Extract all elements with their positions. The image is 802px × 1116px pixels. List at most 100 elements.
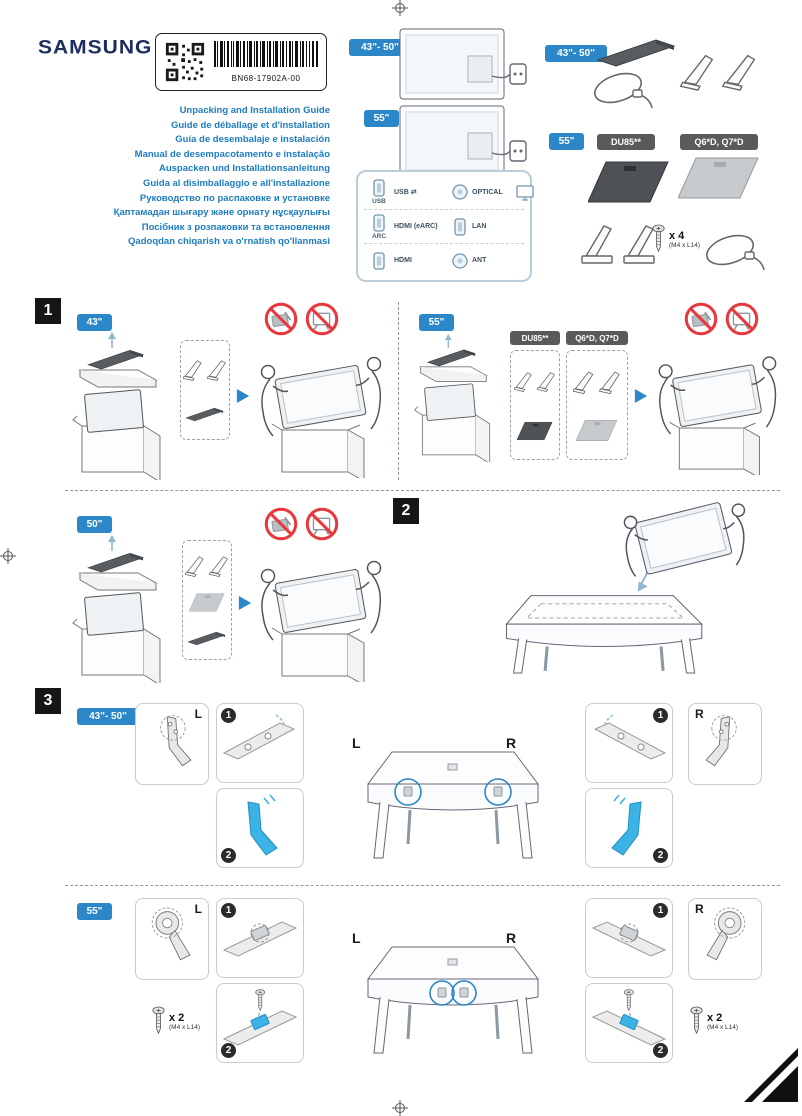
title-line-kk: Қаптамадан шығару және орнату нұсқаулығы: [113, 207, 330, 219]
usb-port-icon: [373, 179, 385, 197]
screws-x2-right-note: x 2 (M4 x L14): [690, 1006, 738, 1036]
step-3-number: 3: [35, 688, 61, 714]
step-number-2-badge: 2: [653, 1043, 668, 1058]
attach-foot-illustration: [611, 794, 642, 856]
ports-row-hdmi: HDMI ANT: [364, 243, 524, 277]
ant-port-icon: [452, 252, 468, 269]
title-line-en: Unpacking and Installation Guide: [179, 105, 330, 116]
step-1-number: 1: [35, 298, 61, 324]
stand-blade-icon: [185, 407, 224, 422]
page-fold-mark: [744, 1048, 798, 1102]
stand-parts-box-50: [182, 540, 232, 660]
right-marker: R: [506, 930, 517, 946]
screw-spec-4: (M4 x L14): [669, 241, 701, 249]
size-badge-50-unpack: 50": [77, 516, 112, 533]
lift-tv-55-illustration: [658, 356, 777, 475]
stand-detail-left-4350: L: [135, 703, 209, 785]
step-number-2-badge: 2: [221, 848, 236, 863]
screw-icon: [652, 224, 665, 252]
left-marker: L: [352, 930, 361, 946]
step-number-1-badge: 1: [653, 903, 668, 918]
lift-tv-43-illustration: [260, 356, 382, 478]
place-tv-on-table-illustration: [504, 500, 746, 675]
title-line-fr: Guide de déballage et d'installation: [170, 119, 330, 131]
position-bracket-illustration: [592, 921, 666, 957]
stand-feet-icon: [185, 556, 228, 578]
hdmi-port-icon: [373, 251, 385, 270]
left-marker: L: [352, 735, 361, 751]
hdmi-earc-label: HDMI (eARC): [394, 223, 438, 230]
lift-tv-50-illustration: [260, 560, 382, 682]
lan-port-icon: [454, 217, 466, 236]
screw-icon: [152, 1006, 165, 1034]
size-badge-43-50-accessories: 43"- 50": [545, 45, 607, 62]
insert-blade-illustration: [594, 714, 666, 760]
left-marker: L: [194, 902, 202, 916]
qr-code: [164, 41, 206, 83]
model-badge-du85: DU85**: [597, 134, 655, 150]
screw-spec-2: (M4 x L14): [169, 1023, 201, 1031]
section1-divider: [398, 302, 399, 480]
title-line-uk: Посібник з розпаковки та встановлення: [141, 221, 330, 233]
title-line-pt: Manual de desempacotamento e instalação: [134, 148, 330, 160]
dashed-divider: [65, 490, 780, 491]
model-badge-du85-small: DU85**: [510, 331, 560, 345]
stand-parts-box-q6-q7: [566, 350, 628, 460]
step-number-1-badge: 1: [221, 903, 236, 918]
connection-panel: USB USB ⇄ OPTICAL ARC HDMI (eARC) LAN HD…: [356, 170, 534, 282]
step-number-1-badge: 1: [653, 708, 668, 723]
tv-output-icon: [516, 184, 534, 201]
screw-spec-2: (M4 x L14): [707, 1023, 739, 1031]
stand-blade-icon: [187, 631, 226, 645]
stand-detail-right-55: R: [688, 898, 762, 980]
table-55-illustration: [366, 945, 540, 1055]
step-number-1-badge: 1: [221, 708, 236, 723]
tv-back-43-50-illustration: [399, 28, 527, 100]
no-press-screen-icon: [725, 302, 759, 336]
title-line-uz: Qadoqdan chiqarish va o'rnatish qo'llanm…: [128, 236, 330, 248]
registration-mark-left: [0, 548, 16, 564]
size-badge-55-wall: 55": [364, 110, 399, 127]
screws-x2-left-note: x 2 (M4 x L14): [152, 1006, 200, 1036]
unpack-55-illustration: [412, 332, 507, 462]
stand-detail-right-4350: R: [688, 703, 762, 785]
step-number-2-badge: 2: [221, 1043, 236, 1058]
size-badge-55-stand: 55": [77, 903, 112, 920]
usb-port-label: USB: [372, 198, 386, 205]
registration-mark-bottom: [392, 1100, 408, 1116]
samsung-logo: SAMSUNG: [38, 36, 153, 59]
step3-box2-right-55: 2: [585, 983, 673, 1063]
stand-brackets-icon: [581, 225, 655, 264]
stand-feet-icon: [183, 360, 226, 381]
step3-box1-left-55: 1: [216, 898, 304, 978]
step3-box1-left-4350: 1: [216, 703, 304, 783]
table-4350-illustration: [366, 750, 540, 860]
cable-tie-55-icon: [702, 229, 765, 271]
no-grip-screen-icon: [684, 302, 718, 336]
model-badge-q6-q7: Q6*D, Q7*D: [680, 134, 758, 150]
optical-port-icon: [452, 184, 468, 200]
ant-label: ANT: [472, 257, 487, 264]
stand-detail-left-55: L: [135, 898, 209, 980]
size-badge-43-unpack: 43": [77, 314, 112, 331]
step3-box1-right-4350: 1: [585, 703, 673, 783]
size-badge-55-unpack: 55": [419, 314, 454, 331]
stand-plate-icon: [189, 594, 225, 612]
barcode: [214, 41, 318, 67]
left-marker: L: [194, 707, 202, 721]
stand-foot-detail-icon: [706, 907, 746, 961]
size-badge-43-50-stand: 43"- 50": [77, 708, 139, 725]
optical-label: OPTICAL: [472, 188, 503, 196]
title-line-de: Auspacken und Installationsanleitung: [158, 163, 330, 175]
product-label: BN68-17902A-00: [155, 33, 327, 91]
next-arrow-icon: [238, 596, 252, 610]
registration-mark-top: [392, 0, 408, 16]
arc-port-label: ARC: [371, 232, 387, 240]
fasten-screw-illustration: [587, 987, 671, 1059]
stand-feet-icon: [573, 371, 620, 394]
right-marker: R: [695, 707, 704, 721]
step3-box2-left-55: 2: [216, 983, 304, 1063]
step3-box2-left-4350: 2: [216, 788, 304, 868]
part-number: BN68-17902A-00: [231, 74, 301, 83]
dashed-divider: [65, 885, 780, 886]
